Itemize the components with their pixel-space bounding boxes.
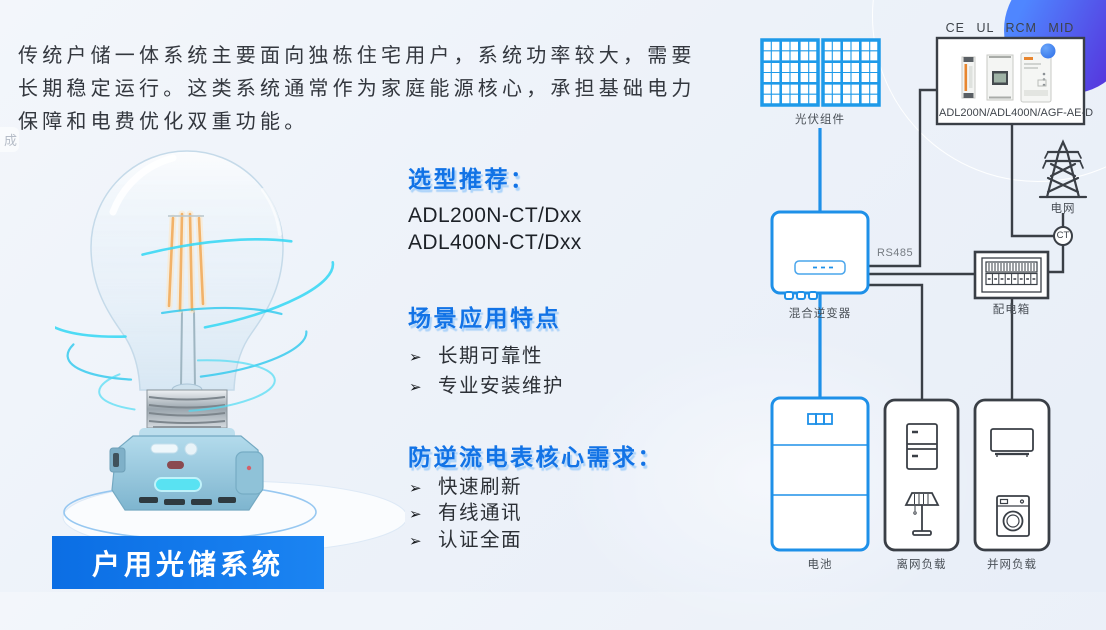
selection-title: 选型推荐：	[408, 166, 536, 192]
list-item: ➢ 快速刷新	[409, 475, 522, 501]
grid-tower-icon	[1038, 139, 1088, 199]
lamp-icon	[904, 492, 940, 536]
pv-panel-icon	[760, 38, 881, 107]
bullet-icon: ➢	[409, 480, 422, 497]
ongrid-loads-icon	[973, 398, 1051, 552]
battery-label: 电池	[807, 559, 833, 571]
bullet-icon: ➢	[409, 532, 422, 550]
model-item-1: ADL200N-CT/Dxx	[408, 204, 582, 227]
intro-line-2: 长期稳定运行。这类系统通常作为家庭能源核心，承担基础电力	[18, 78, 696, 100]
feature-text: 长期可靠性	[438, 345, 544, 367]
distribution-box-icon	[973, 250, 1050, 300]
rs485-label: RS485	[877, 247, 914, 259]
bullet-icon: ➢	[409, 506, 422, 524]
meter-models-label: ADL200N/ADL400N/AGF-AE-D	[939, 107, 1094, 119]
list-item: ➢ 认证全面	[409, 528, 522, 554]
intro-paragraph: 传统户储一体系统主要面向独栋住宅用户，系统功率较大，需要 长期稳定运行。这类系统…	[18, 40, 696, 139]
bulb-glass	[90, 150, 284, 391]
intro-line-3: 保障和电费优化双重功能。	[18, 111, 309, 133]
offgrid-loads-label: 离网负载	[896, 559, 947, 571]
offgrid-loads-icon	[883, 398, 960, 552]
distribution-box-label: 配电箱	[992, 304, 1031, 316]
grid-label: 电网	[1050, 203, 1076, 215]
bullet-icon: ➢	[409, 349, 422, 366]
ct-icon	[1053, 226, 1073, 246]
bulb-screw-base	[146, 389, 228, 434]
fridge-icon	[906, 423, 938, 470]
inverter-label: 混合逆变器	[788, 308, 852, 320]
certifications-label: CE UL RCM MID	[945, 21, 1075, 35]
inverter-icon	[770, 210, 870, 300]
diagram-wires	[868, 88, 1065, 400]
requirement-text: 快速刷新	[438, 476, 523, 498]
intro-line-1: 传统户储一体系统主要面向独栋住宅用户，系统功率较大，需要	[18, 45, 696, 67]
list-item: ➢ 长期可靠性	[409, 342, 564, 372]
features-title: 场景应用特点	[408, 305, 561, 331]
model-item-2: ADL400N-CT/Dxx	[408, 231, 582, 254]
features-list: ➢ 长期可靠性 ➢ 专业安装维护	[409, 342, 564, 402]
requirements-list: ➢ 快速刷新 ➢ 有线通讯 ➢ 认证全面	[409, 475, 522, 554]
bullet-icon: ➢	[409, 379, 422, 396]
banner-label: 户用光储系统	[91, 548, 284, 580]
meter-device-adl400n	[986, 54, 1014, 101]
tv-icon	[990, 428, 1034, 457]
requirement-text: 认证全面	[438, 528, 523, 551]
bulb-filament	[165, 210, 207, 397]
feature-text: 专业安装维护	[438, 375, 565, 397]
meter-box	[935, 36, 1086, 126]
model-list: ADL200N-CT/Dxx ADL400N-CT/Dxx	[408, 202, 582, 256]
system-diagram: CE UL RCM MID 光伏组件 ADL200N/ADL400N/AGF-A…	[735, 0, 1106, 592]
title-banner: 户用光储系统	[52, 536, 324, 589]
ongrid-loads-label: 并网负载	[987, 559, 1037, 571]
requirements-title: 防逆流电表核心需求：	[408, 444, 663, 470]
bulb-smart-base	[109, 428, 264, 511]
list-item: ➢ 有线通讯	[409, 501, 522, 527]
battery-icon	[770, 396, 870, 552]
blue-dot-decoration	[1040, 43, 1056, 59]
bulb-illustration	[39, 138, 408, 568]
pv-label: 光伏组件	[795, 114, 845, 126]
washing-machine-icon	[996, 495, 1030, 537]
list-item: ➢ 专业安装维护	[409, 372, 564, 402]
requirement-text: 有线通讯	[438, 502, 523, 525]
meter-device-agf-ae-d	[1020, 52, 1052, 103]
watermark-logo: 成	[0, 127, 19, 152]
ct-label: CT	[1056, 230, 1070, 241]
meter-device-adl200n	[961, 56, 976, 99]
